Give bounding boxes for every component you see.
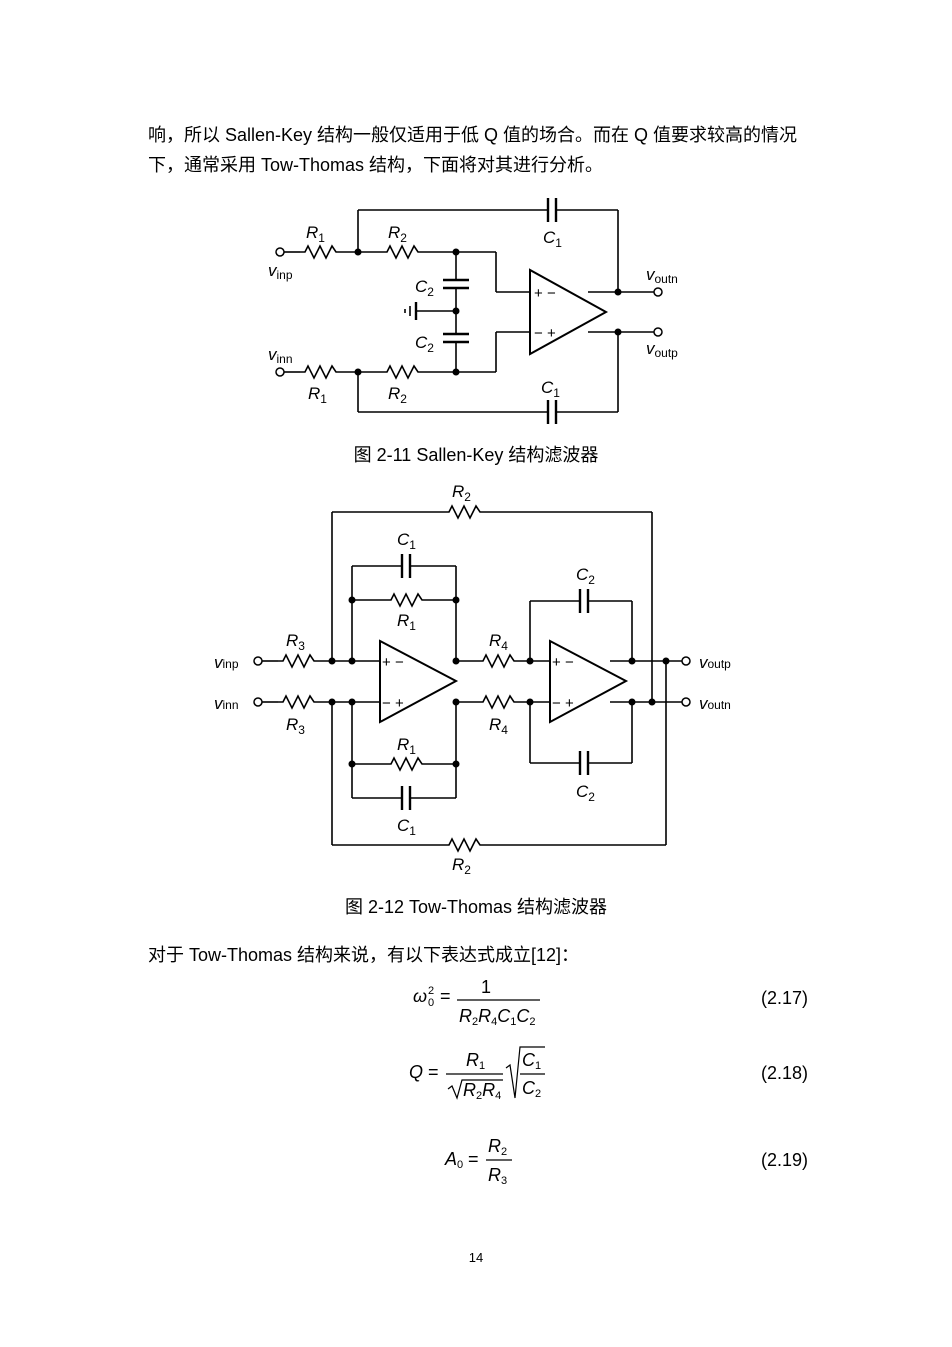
resistor-r4-top — [477, 654, 519, 668]
resistor-r2-bottom — [443, 838, 485, 852]
svg-text:−: − — [382, 695, 391, 712]
svg-text:+: + — [547, 325, 556, 342]
label-voutn: voutn — [699, 694, 731, 713]
svg-text:+: + — [382, 654, 391, 671]
svg-text:ω: ω — [413, 986, 427, 1006]
svg-text:+: + — [565, 695, 574, 712]
resistor-r2-top — [443, 505, 485, 519]
svg-text:−: − — [565, 654, 574, 671]
input-terminal-vinp — [253, 656, 263, 666]
label-r2: R2 — [452, 482, 471, 504]
equation-number-2-19: (2.19) — [760, 1150, 808, 1170]
svg-text:=: = — [428, 1062, 439, 1082]
output-terminal-voutp — [653, 327, 663, 337]
svg-text:Q: Q — [409, 1062, 423, 1082]
output-terminal-voutn — [653, 287, 663, 297]
input-terminal-vinn — [253, 697, 263, 707]
body-paragraph-2: 对于 Tow-Thomas 结构来说，有以下表达式成立[12]： — [148, 945, 580, 965]
label-r3: R3 — [286, 715, 305, 737]
equation-2-18: Q = R1 R2R4 C1 C2 — [409, 1046, 545, 1102]
figure-caption-2-12: 图 2-12 Tow-Thomas 结构滤波器 — [344, 897, 608, 917]
label-vinp: vinp — [268, 261, 293, 282]
svg-text:+: + — [552, 654, 561, 671]
op-amp-1 — [379, 639, 459, 724]
resistor-r1-top — [385, 593, 427, 607]
label-r1: R1 — [306, 223, 325, 245]
label-r3: R3 — [286, 631, 305, 653]
label-vinp: vinp — [214, 653, 239, 672]
label-vinn: vinn — [268, 345, 293, 366]
resistor-r2-bottom — [381, 365, 423, 379]
svg-text:A0: A0 — [444, 1149, 463, 1171]
op-amp-2 — [549, 639, 629, 724]
label-c1: C1 — [543, 228, 562, 250]
svg-text:R2R4C1C2: R2R4C1C2 — [459, 1006, 536, 1028]
op-amp — [529, 268, 609, 356]
page-number: 14 — [468, 1250, 484, 1265]
svg-text:+: + — [534, 285, 543, 302]
label-r2: R2 — [452, 855, 471, 877]
body-paragraph-1: 响，所以 Sallen-Key 结构一般仅适用于低 Q 值的场合。而在 Q 值要… — [148, 125, 798, 175]
svg-text:−: − — [547, 285, 556, 302]
label-c2: C2 — [576, 782, 595, 804]
svg-text:0: 0 — [428, 997, 434, 1009]
figure-caption-2-11: 图 2-11 Sallen-Key 结构滤波器 — [353, 445, 599, 465]
label-c1: C1 — [541, 378, 560, 400]
resistor-r3-top — [277, 654, 319, 668]
resistor-r1-bottom — [385, 757, 427, 771]
input-terminal-vinp — [275, 247, 285, 257]
svg-text:R2: R2 — [488, 1136, 507, 1158]
resistor-r4-bottom — [477, 695, 519, 709]
label-voutp: voutp — [699, 653, 731, 672]
label-c2: C2 — [415, 277, 434, 299]
resistor-r1-top — [299, 245, 341, 259]
label-r4: R4 — [489, 715, 508, 737]
label-r1: R1 — [397, 735, 416, 757]
svg-text:C2: C2 — [522, 1078, 541, 1100]
label-r4: R4 — [489, 631, 508, 653]
label-c1: C1 — [397, 816, 416, 838]
label-c2: C2 — [576, 565, 595, 587]
label-c2: C2 — [415, 333, 434, 355]
svg-text:C1: C1 — [522, 1050, 541, 1072]
resistor-r1-bottom — [299, 365, 341, 379]
equation-number-2-18: (2.18) — [760, 1063, 808, 1083]
svg-text:R1: R1 — [466, 1050, 485, 1072]
resistor-r3-bottom — [277, 695, 319, 709]
svg-text:1: 1 — [481, 977, 491, 997]
output-terminal-voutp — [681, 656, 691, 666]
equation-number-2-17: (2.17) — [760, 988, 808, 1008]
label-r2: R2 — [388, 223, 407, 245]
svg-text:2: 2 — [428, 985, 434, 997]
label-r2: R2 — [388, 384, 407, 406]
svg-text:R3: R3 — [488, 1165, 507, 1187]
input-terminal-vinn — [275, 367, 285, 377]
svg-text:−: − — [534, 325, 543, 342]
svg-text:−: − — [552, 695, 561, 712]
resistor-r2-top — [381, 245, 423, 259]
label-c1: C1 — [397, 530, 416, 552]
svg-text:=: = — [468, 1149, 479, 1169]
tow-thomas-circuit: + − − + + − − + — [214, 482, 731, 877]
svg-text:+: + — [395, 695, 404, 712]
equation-2-17: ω 2 0 = 1 R2R4C1C2 — [413, 977, 540, 1028]
svg-text:R2R4: R2R4 — [463, 1080, 501, 1102]
label-r1: R1 — [308, 384, 327, 406]
equation-2-19: A0 = R2 R3 — [444, 1136, 512, 1187]
label-voutn: voutn — [646, 265, 678, 286]
output-terminal-voutn — [681, 697, 691, 707]
label-vinn: vinn — [214, 694, 239, 713]
label-voutp: voutp — [646, 339, 678, 360]
sallen-key-circuit: + − − + R1 R2 C1 vinp C2 C2 voutn voutp … — [268, 198, 678, 424]
svg-text:−: − — [395, 654, 404, 671]
label-r1: R1 — [397, 611, 416, 633]
svg-text:=: = — [440, 986, 451, 1006]
